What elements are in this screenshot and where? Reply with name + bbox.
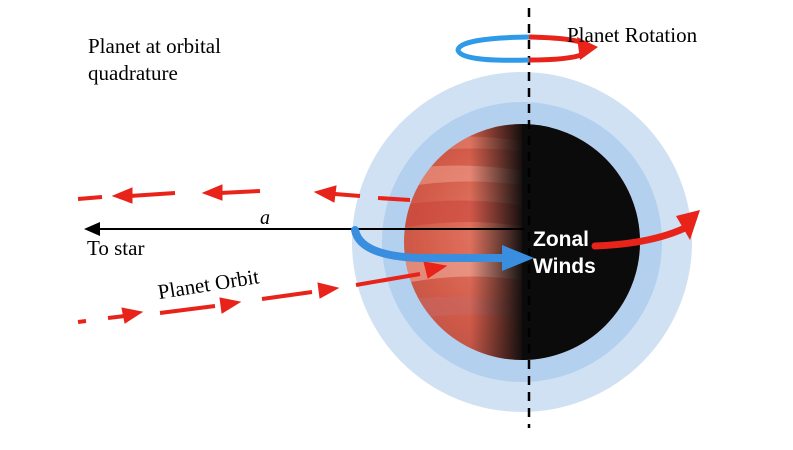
orbit-dash-upper-4: [377, 196, 411, 202]
separation-label: a: [260, 207, 270, 229]
orbit-arrowhead-lower-2: [219, 297, 242, 314]
rotation-side-arrowhead: [676, 210, 700, 240]
orbit-arrowhead-upper-1: [111, 187, 133, 204]
orbit-dash-upper-2: [219, 189, 261, 195]
orbit-dash-lower-5: [355, 272, 421, 287]
title-line-2: quadrature: [88, 61, 178, 85]
orbit-dash-lower-1: [77, 319, 87, 324]
planet: [404, 124, 640, 360]
rotation-label: Planet Rotation: [567, 23, 698, 47]
zonal-winds-label-line-1: Zonal: [533, 228, 589, 251]
orbit-dash-lower-3: [159, 304, 216, 315]
orbit-dash-lower-2: [107, 314, 126, 320]
orbit-arrowhead-upper-2: [201, 184, 223, 201]
star-direction-arrowhead: [84, 222, 100, 236]
orbit-dash-upper-3: [334, 192, 361, 198]
rotation-ring-blue: [455, 34, 530, 63]
lower-orbit-arrows: [77, 261, 448, 324]
orbit-dash-lower-4: [261, 290, 313, 301]
orbit-dash-upper-1: [129, 191, 176, 198]
zonal-wind-arrow-body: [351, 226, 509, 262]
rotation-side-arrow: [591, 224, 689, 250]
to-star-label: To star: [87, 236, 145, 260]
orbit-arrowhead-lower-4: [423, 261, 448, 279]
zonal-wind-arrowhead: [502, 245, 534, 271]
title-line-1: Planet at orbital: [88, 34, 221, 58]
zonal-winds-label-line-2: Winds: [533, 255, 596, 278]
orbit-arrowhead-upper-3: [313, 185, 337, 203]
orbit-arrowhead-lower-3: [317, 282, 340, 299]
rotation-ring-arrowhead: [577, 37, 598, 60]
upper-orbit-arrows: [77, 184, 411, 204]
orbit-arrowhead-lower-1: [121, 307, 144, 324]
terminator-shade: [470, 124, 525, 360]
